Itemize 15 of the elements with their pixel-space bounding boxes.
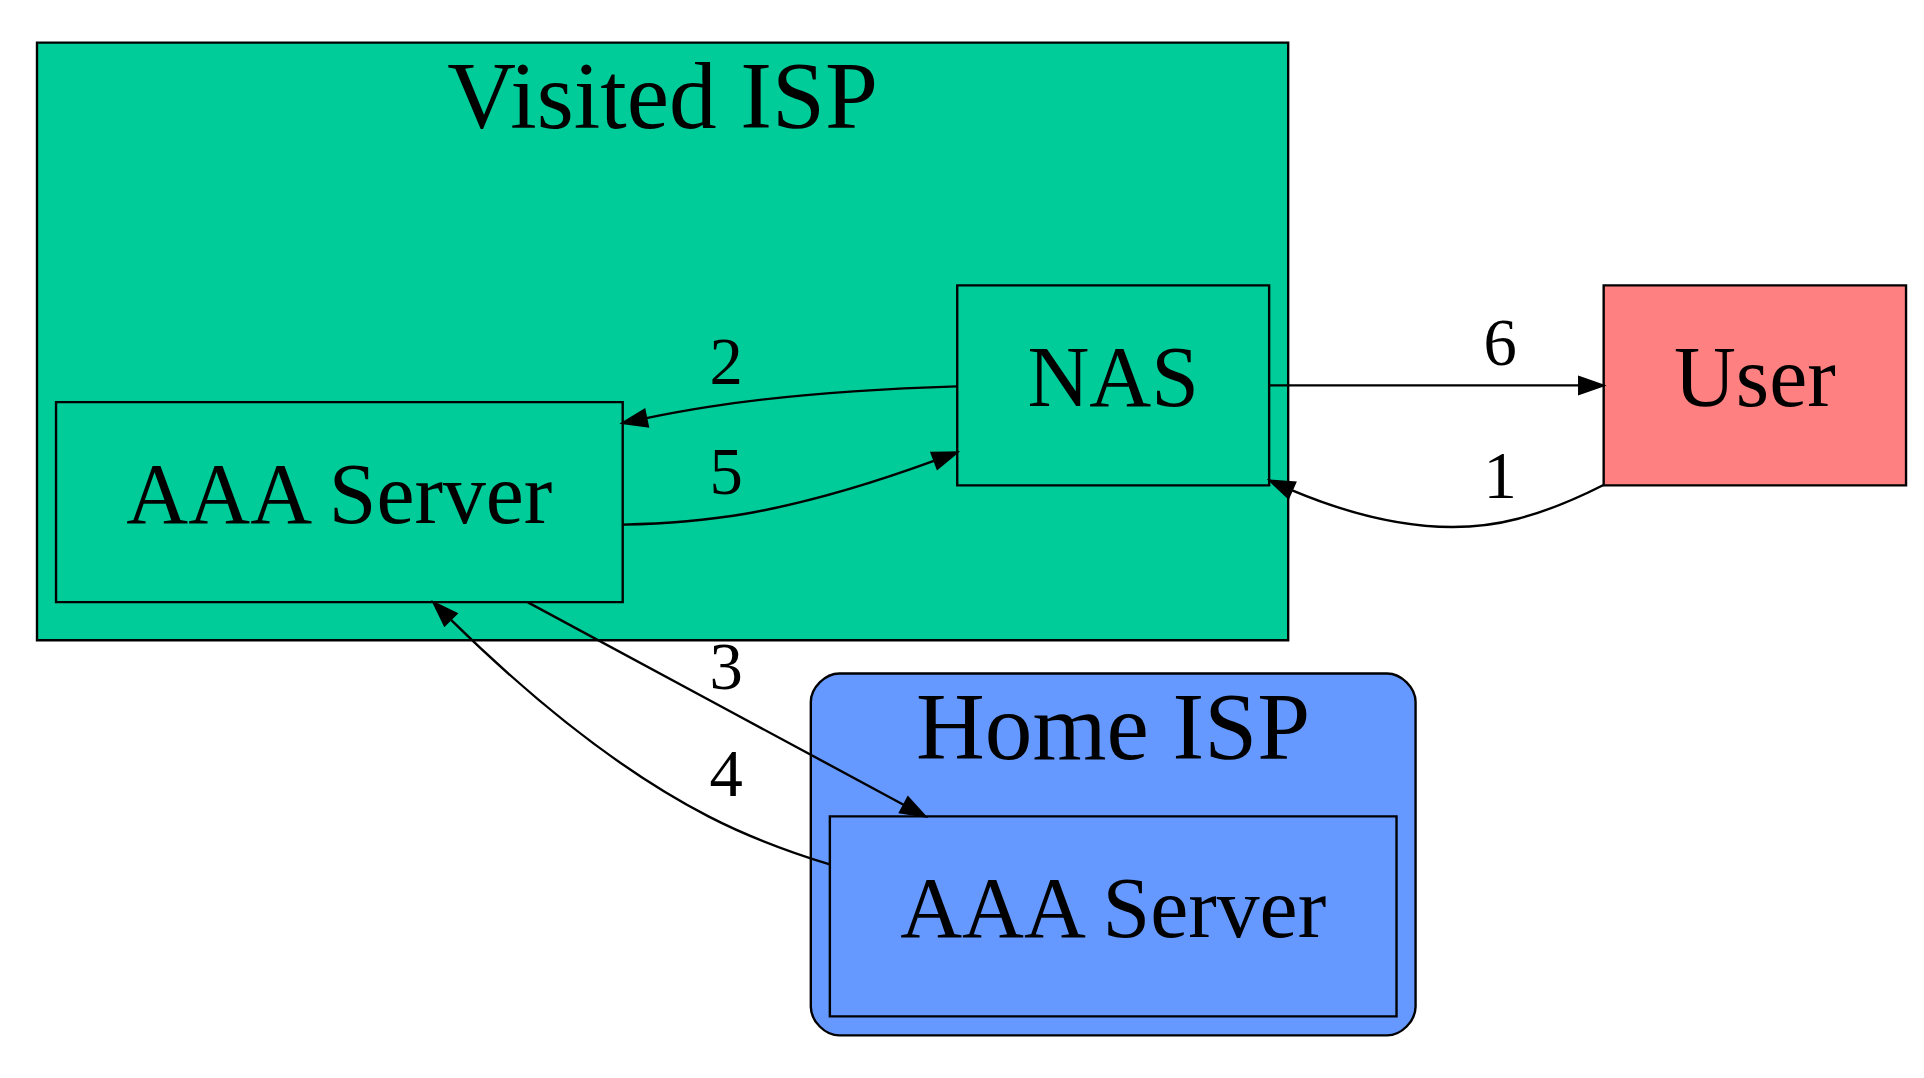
arrow <box>623 451 961 526</box>
node-box: NAS <box>956 284 1271 487</box>
arrow <box>1269 375 1607 396</box>
arrow <box>527 601 929 819</box>
edge-label: 5 <box>709 434 743 508</box>
arrow <box>431 600 831 866</box>
edge-label: 2 <box>709 325 743 398</box>
node-box: AAA Server <box>54 400 624 604</box>
arrow <box>1266 479 1605 528</box>
node-box: User <box>1602 284 1908 487</box>
arrow <box>619 385 958 428</box>
edge-label: 6 <box>1483 305 1517 379</box>
edge-label: 4 <box>709 736 743 810</box>
edge-label: 1 <box>1483 439 1517 513</box>
node-box: AAA Server <box>828 815 1398 1018</box>
